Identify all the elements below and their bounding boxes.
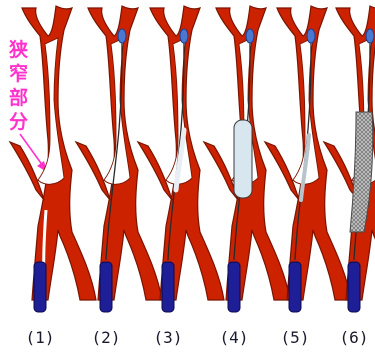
- annotation-char-4: 分: [9, 111, 28, 133]
- catheter: [34, 262, 46, 312]
- bifurcation-wall: [10, 142, 44, 200]
- catheter: [348, 262, 360, 312]
- embolic-filter: [307, 29, 315, 43]
- embolic-filter: [366, 29, 374, 43]
- annotation-char-1: 狭: [8, 38, 28, 61]
- bifurcation-wall: [138, 142, 172, 200]
- annotation-char-3: 部: [9, 86, 28, 109]
- annotation-char-2: 窄: [9, 62, 28, 85]
- step-label: (4): [220, 328, 249, 347]
- embolic-filter: [180, 29, 188, 43]
- step-label: (6): [340, 328, 369, 347]
- step-label: (3): [154, 328, 183, 347]
- step-label: (5): [281, 328, 310, 347]
- inflated-balloon: [234, 120, 252, 198]
- embolic-filter: [246, 29, 254, 43]
- catheter: [162, 262, 174, 312]
- catheter: [228, 262, 240, 312]
- step-panel-6: (6): [324, 6, 375, 347]
- embolic-filter: [118, 29, 126, 43]
- step-label: (1): [26, 328, 55, 347]
- stenosis-annotation: 狭 窄 部 分: [8, 38, 47, 172]
- catheter: [289, 262, 301, 312]
- bifurcation-wall: [204, 142, 238, 200]
- bifurcation-wall: [76, 142, 110, 200]
- catheter: [100, 262, 112, 312]
- bifurcation-wall: [265, 142, 299, 200]
- step-label: (2): [92, 328, 121, 347]
